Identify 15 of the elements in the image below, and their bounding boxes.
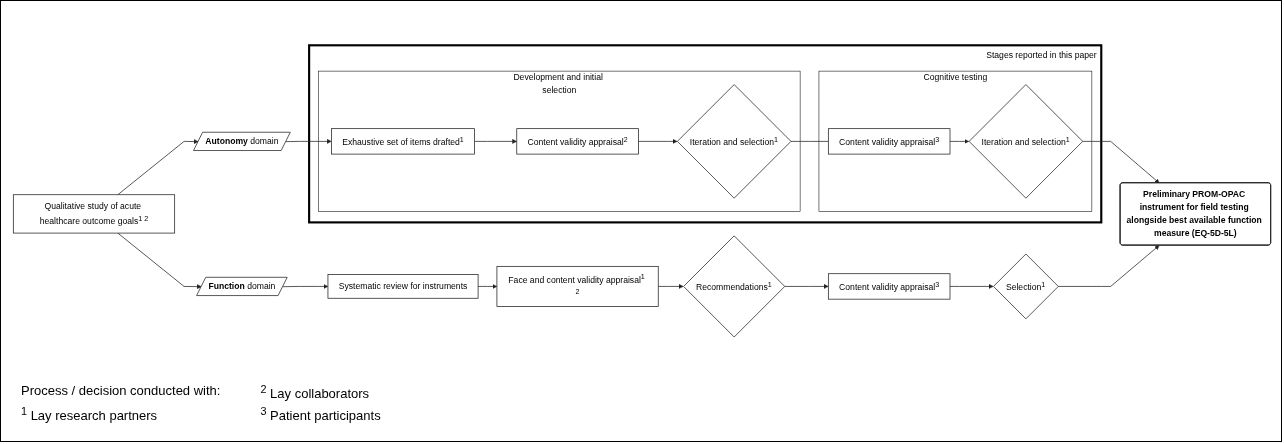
node-diamond: Iteration and selection$^{1}$ bbox=[968, 84, 1084, 199]
node-box: Content validity appraisal$^{3}$ bbox=[827, 128, 951, 155]
connector bbox=[790, 140, 829, 142]
node-diamond: Iteration and selection$^{1}$ bbox=[676, 84, 792, 199]
node-box: Qualitative study of acute healthcare outcome goals$^{1 2}$ bbox=[12, 194, 176, 234]
footnote: $^{2}$ Lay collaborators bbox=[260, 383, 371, 402]
footnote: $^{3}$ Patient participants bbox=[260, 405, 381, 424]
node-diamond: Selection$^{1}$ bbox=[993, 253, 1059, 320]
footnote-heading: Process / decision conducted with: bbox=[21, 383, 221, 400]
node-diamond: Recommendations$^{1}$ bbox=[683, 235, 786, 338]
node-box: Exhaustive set of items drafted$^{1}$ bbox=[331, 128, 475, 155]
node-box: Content validity appraisal$^{2}$ bbox=[516, 128, 639, 155]
node-box: Systematic review for instruments bbox=[327, 274, 479, 299]
node-box: Content validity appraisal$^{3}$ bbox=[827, 273, 951, 300]
footnote: $^{1}$ Lay research partners bbox=[21, 405, 159, 424]
